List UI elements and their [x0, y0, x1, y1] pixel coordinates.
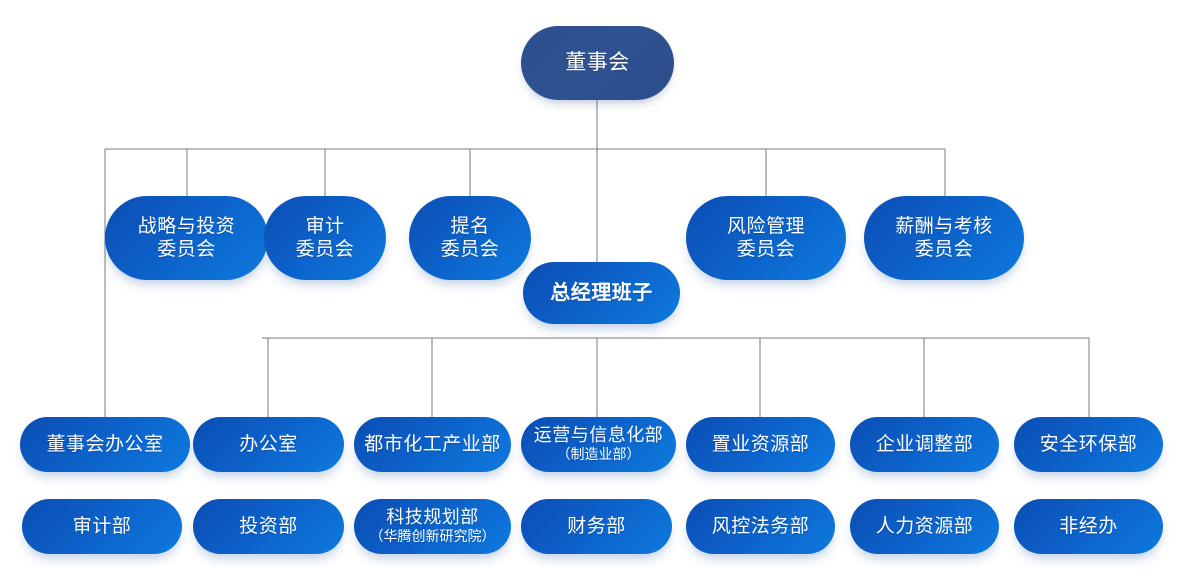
node-enterprise-adjustment-department[interactable]: 企业调整部 [850, 417, 999, 472]
node-human-resources-department[interactable]: 人力资源部 [850, 499, 999, 554]
node-audit-committee[interactable]: 审计 委员会 [264, 196, 386, 280]
node-label-line1: 战略与投资 [137, 215, 236, 237]
node-label-line2: （制造业部） [556, 447, 641, 463]
node-non-operating-office[interactable]: 非经办 [1014, 499, 1163, 554]
node-board-of-directors[interactable]: 董事会 [521, 26, 674, 100]
node-label-line1: 审计 [305, 215, 345, 237]
node-label-line1: 董事会办公室 [46, 433, 164, 455]
node-compensation-assessment-committee[interactable]: 薪酬与考核 委员会 [864, 196, 1024, 280]
node-label-line1: 风险管理 [726, 215, 805, 237]
node-label-line1: 安全环保部 [1039, 433, 1138, 455]
node-label-line1: 都市化工产业部 [364, 433, 501, 455]
node-label-line2: 委员会 [295, 239, 355, 260]
node-label-line1: 薪酬与考核 [895, 215, 993, 237]
node-label-line1: 人力资源部 [875, 515, 974, 537]
node-board-office[interactable]: 董事会办公室 [20, 417, 190, 472]
node-nomination-committee[interactable]: 提名 委员会 [409, 196, 531, 280]
node-technology-planning-department[interactable]: 科技规划部 （华腾创新研究院） [354, 499, 511, 554]
node-label-line1: 运营与信息化部 [533, 424, 664, 445]
node-label-line2: 委员会 [440, 239, 500, 260]
node-risk-control-legal-department[interactable]: 风控法务部 [686, 499, 835, 554]
node-audit-department[interactable]: 审计部 [22, 499, 182, 554]
node-finance-department[interactable]: 财务部 [521, 499, 672, 554]
node-label-line2: 委员会 [157, 239, 216, 260]
node-label-line1: 置业资源部 [711, 433, 810, 455]
node-label-line1: 提名 [450, 215, 490, 237]
node-label-line1: 非经办 [1059, 515, 1118, 537]
node-safety-environmental-protection-department[interactable]: 安全环保部 [1014, 417, 1163, 472]
node-label-line1: 办公室 [239, 433, 298, 455]
node-operations-informatization-department[interactable]: 运营与信息化部 （制造业部） [521, 417, 676, 472]
node-label-line2: 委员会 [914, 239, 974, 260]
node-investment-department[interactable]: 投资部 [193, 499, 344, 554]
node-label-line1: 投资部 [239, 515, 298, 537]
node-label-line2: （华腾创新研究院） [369, 529, 496, 545]
node-label-line1: 科技规划部 [386, 506, 479, 527]
node-label-line1: 风控法务部 [711, 515, 810, 537]
node-label-line1: 审计部 [72, 515, 132, 537]
node-label: 总经理班子 [550, 281, 653, 304]
node-general-manager-team[interactable]: 总经理班子 [523, 262, 680, 324]
node-label-line1: 财务部 [567, 515, 626, 537]
node-label-line2: 委员会 [736, 239, 796, 260]
node-label: 董事会 [565, 50, 630, 75]
node-urban-chemical-industry-department[interactable]: 都市化工产业部 [354, 417, 511, 472]
node-property-resources-department[interactable]: 置业资源部 [686, 417, 835, 472]
node-office[interactable]: 办公室 [193, 417, 344, 472]
node-risk-management-committee[interactable]: 风险管理 委员会 [686, 196, 846, 280]
node-label-line1: 企业调整部 [875, 433, 974, 455]
node-strategy-investment-committee[interactable]: 战略与投资 委员会 [105, 196, 268, 280]
